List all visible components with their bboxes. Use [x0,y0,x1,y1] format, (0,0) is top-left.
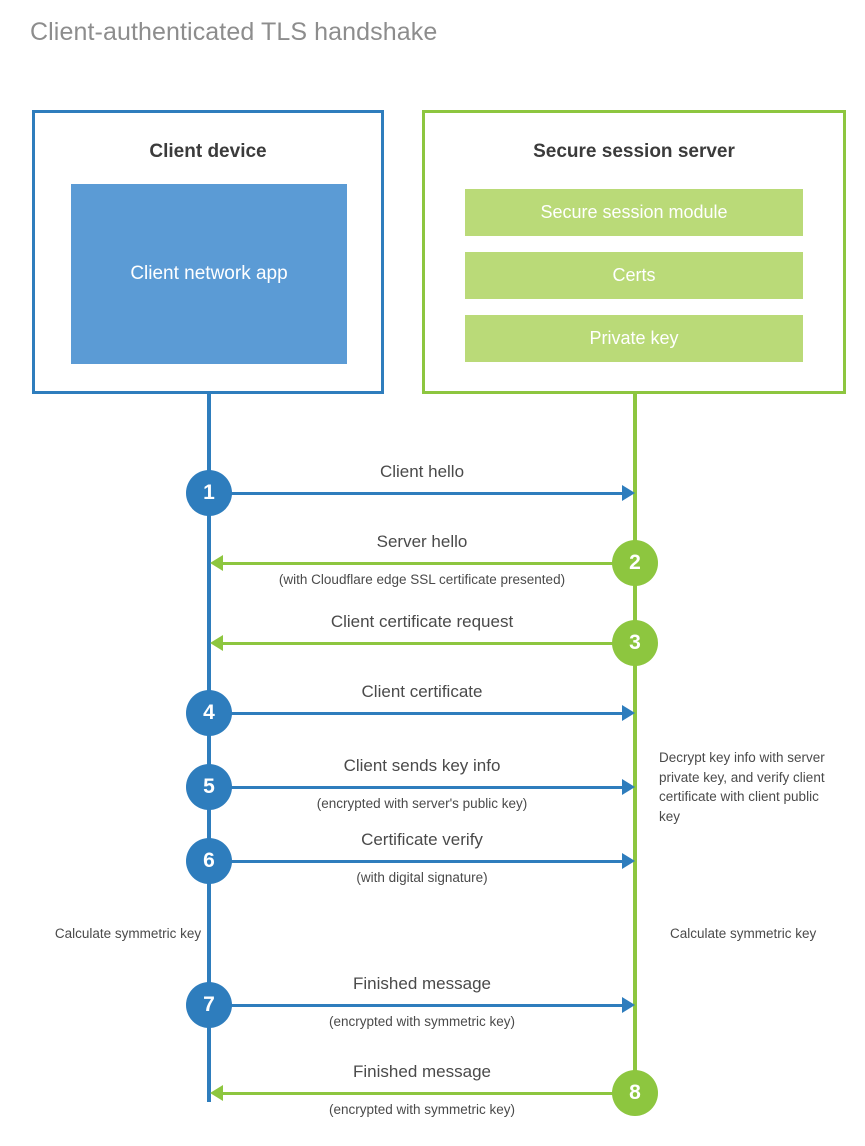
message-label-step-3: Client certificate request [330,612,514,631]
message-label-step-7: Finished message [353,974,491,993]
arrow-head-step-2 [210,555,223,571]
arrow-head-step-6 [622,853,635,869]
message-label-step-5: Client sends key info [343,756,501,775]
step-number-6[interactable]: 6 [186,838,232,884]
message-label-step-1: Client hello [379,462,465,481]
message-label-step-6: Certificate verify [361,830,483,849]
arrow-line-step-5 [209,786,623,789]
arrow-head-step-5 [622,779,635,795]
secure-session-server-title: Secure session server [533,141,735,162]
server-module-private-key: Private key [465,315,803,362]
client-device-box: Client device Client network app [32,110,384,394]
arrow-line-step-4 [209,712,623,715]
arrow-line-step-3 [223,642,635,645]
step-number-1[interactable]: 1 [186,470,232,516]
note-decrypt-key-info: Decrypt key info with server private key… [659,750,825,824]
message-sublabel-step-7: (encrypted with symmetric key) [328,1014,516,1029]
note-calculate-symmetric-key-client: Calculate symmetric key [54,926,202,941]
step-number-4[interactable]: 4 [186,690,232,736]
message-label-step-4: Client certificate [361,682,483,701]
server-module-certs: Certs [465,252,803,299]
arrow-head-step-7 [622,997,635,1013]
message-sublabel-step-2: (with Cloudflare edge SSL certificate pr… [278,572,566,587]
step-number-3[interactable]: 3 [612,620,658,666]
arrow-head-step-1 [622,485,635,501]
message-sublabel-step-5: (encrypted with server's public key) [316,796,528,811]
message-label-step-8: Finished message [353,1062,491,1081]
client-lifeline [207,391,211,1102]
message-label-step-2: Server hello [376,532,468,551]
step-number-7[interactable]: 7 [186,982,232,1028]
arrow-line-step-8 [223,1092,635,1095]
note-calculate-symmetric-key-server: Calculate symmetric key [670,926,817,941]
secure-session-server-box: Secure session server Secure session mod… [422,110,846,394]
arrow-head-step-8 [210,1085,223,1101]
client-device-title: Client device [149,141,267,162]
arrow-line-step-6 [209,860,623,863]
page-title: Client-authenticated TLS handshake [30,18,438,46]
step-number-2[interactable]: 2 [612,540,658,586]
arrow-head-step-3 [210,635,223,651]
step-number-5[interactable]: 5 [186,764,232,810]
arrow-line-step-2 [223,562,635,565]
server-module-secure-session-module: Secure session module [465,189,803,236]
client-network-app-block: Client network app [71,184,347,364]
message-sublabel-step-8: (encrypted with symmetric key) [328,1102,516,1117]
arrow-head-step-4 [622,705,635,721]
server-lifeline [633,391,637,1092]
arrow-line-step-1 [209,492,623,495]
message-sublabel-step-6: (with digital signature) [356,870,488,885]
arrow-line-step-7 [209,1004,623,1007]
step-number-8[interactable]: 8 [612,1070,658,1116]
